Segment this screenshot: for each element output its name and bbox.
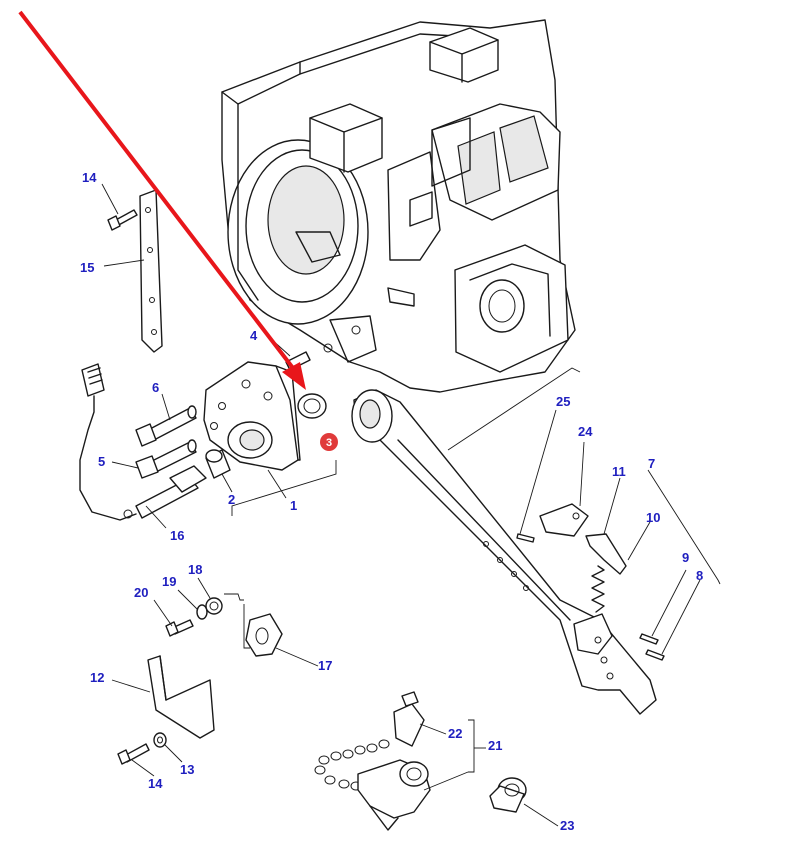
bolt-20 bbox=[165, 619, 194, 637]
label-12: 12 bbox=[90, 670, 104, 685]
bracket-plate-15 bbox=[139, 189, 163, 353]
washer-19 bbox=[196, 604, 208, 620]
label-14-top: 14 bbox=[82, 170, 97, 185]
label-5: 5 bbox=[98, 454, 105, 469]
pins-8-9 bbox=[639, 633, 665, 661]
sensor-cable-assembly bbox=[79, 363, 207, 521]
label-11: 11 bbox=[612, 464, 626, 479]
label-15: 15 bbox=[80, 260, 94, 275]
badge-label-3: 3 bbox=[326, 437, 332, 449]
clamp-17 bbox=[245, 613, 283, 657]
label-20: 20 bbox=[134, 585, 148, 600]
label-25: 25 bbox=[556, 394, 570, 409]
label-4: 4 bbox=[250, 328, 258, 343]
retainer-21 bbox=[357, 759, 431, 831]
bracket-1 bbox=[203, 361, 301, 471]
locking-pin-22 bbox=[393, 691, 425, 747]
guard-plate-12 bbox=[147, 655, 215, 739]
bushing-3 bbox=[297, 393, 327, 419]
label-24: 24 bbox=[578, 424, 593, 439]
label-23: 23 bbox=[560, 818, 574, 833]
label-1: 1 bbox=[290, 498, 297, 513]
catch-24 bbox=[539, 503, 589, 537]
callout-labels: 14 15 4 6 5 2 1 16 25 24 11 7 10 9 8 20 … bbox=[80, 170, 703, 833]
label-18: 18 bbox=[188, 562, 202, 577]
label-22: 22 bbox=[448, 726, 462, 741]
label-6: 6 bbox=[152, 380, 159, 395]
bushing-2 bbox=[205, 449, 231, 479]
label-17: 17 bbox=[318, 658, 332, 673]
label-19: 19 bbox=[162, 574, 176, 589]
bolt-5 bbox=[135, 439, 197, 479]
label-21: 21 bbox=[488, 738, 502, 753]
bolt-14-bottom bbox=[117, 743, 150, 765]
highlight-badge: 3 bbox=[320, 433, 338, 451]
lower-link-arm bbox=[351, 389, 657, 715]
label-9: 9 bbox=[682, 550, 689, 565]
bolt-14-top bbox=[107, 209, 138, 231]
spring-10 bbox=[591, 565, 605, 613]
label-13: 13 bbox=[180, 762, 194, 777]
label-16: 16 bbox=[170, 528, 184, 543]
label-10: 10 bbox=[646, 510, 660, 525]
label-8: 8 bbox=[696, 568, 703, 583]
label-14-bottom: 14 bbox=[148, 776, 163, 791]
pin-25 bbox=[516, 533, 535, 543]
washer-13 bbox=[153, 732, 167, 748]
highlight-arrow bbox=[18, 10, 306, 390]
label-2: 2 bbox=[228, 492, 235, 507]
latch-11 bbox=[585, 533, 627, 575]
transmission-housing bbox=[221, 19, 576, 393]
label-7: 7 bbox=[648, 456, 655, 471]
sleeve-18 bbox=[205, 597, 223, 615]
bushing-23 bbox=[489, 777, 527, 813]
bolt-6 bbox=[135, 405, 197, 447]
